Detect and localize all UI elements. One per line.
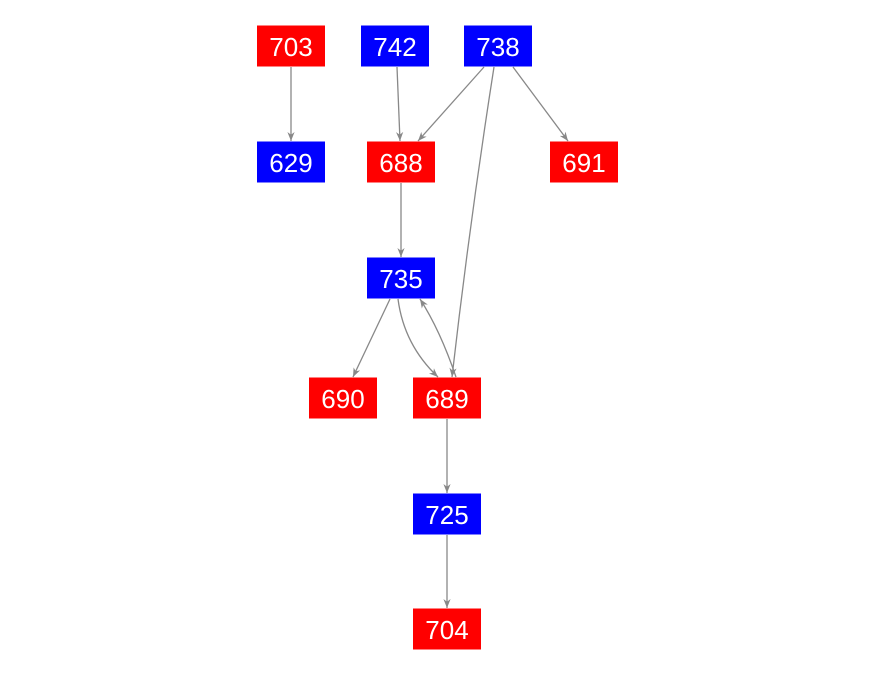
node-label: 704	[425, 615, 468, 645]
node-label: 725	[425, 500, 468, 530]
node-box	[361, 25, 429, 67]
edge-742-to-688	[396, 66, 404, 142]
node-box	[413, 608, 481, 650]
node-box	[257, 25, 325, 67]
node-629[interactable]: 629	[257, 141, 325, 183]
node-688[interactable]: 688	[367, 141, 435, 183]
node-704[interactable]: 704	[413, 608, 481, 650]
node-label: 689	[425, 384, 468, 414]
node-box	[550, 141, 618, 183]
node-label: 688	[379, 148, 422, 178]
node-box	[367, 141, 435, 183]
node-box	[367, 257, 435, 299]
edge-735-to-689	[397, 298, 439, 378]
node-725[interactable]: 725	[413, 493, 481, 535]
node-691[interactable]: 691	[550, 141, 618, 183]
node-690[interactable]: 690	[309, 377, 377, 419]
edge-738-to-691	[512, 66, 569, 142]
node-box	[413, 493, 481, 535]
node-label: 629	[269, 148, 312, 178]
nodes: 703 742 738 629 688 691 735 690 689 725 704	[257, 25, 618, 650]
node-label: 735	[379, 264, 422, 294]
edge-689-to-735	[419, 298, 457, 378]
node-738[interactable]: 738	[464, 25, 532, 67]
node-label: 703	[269, 32, 312, 62]
edges	[287, 66, 569, 608]
node-box	[413, 377, 481, 419]
node-label: 691	[562, 148, 605, 178]
node-735[interactable]: 735	[367, 257, 435, 299]
edge-738-to-689	[449, 66, 495, 378]
node-label: 738	[476, 32, 519, 62]
node-label: 742	[373, 32, 416, 62]
edge-735-to-690	[352, 298, 391, 378]
node-742[interactable]: 742	[361, 25, 429, 67]
node-703[interactable]: 703	[257, 25, 325, 67]
node-box	[257, 141, 325, 183]
edge-738-to-688	[417, 66, 485, 142]
node-689[interactable]: 689	[413, 377, 481, 419]
node-box	[464, 25, 532, 67]
node-label: 690	[321, 384, 364, 414]
node-box	[309, 377, 377, 419]
